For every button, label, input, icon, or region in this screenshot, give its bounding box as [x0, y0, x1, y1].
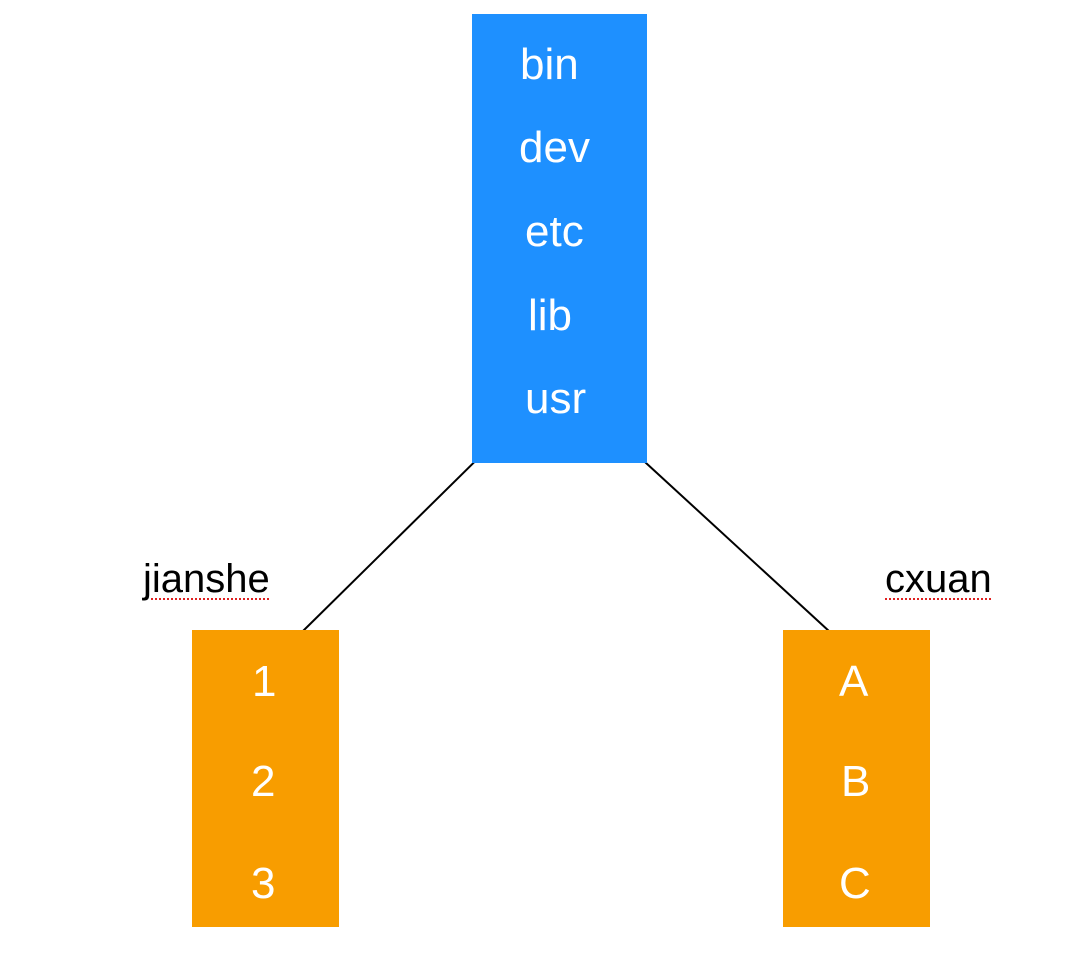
root-item-dev: dev	[519, 123, 590, 172]
root-directory-box	[472, 14, 647, 463]
dir-label-cxuan: cxuan	[885, 557, 992, 601]
root-item-bin: bin	[520, 40, 579, 89]
jianshe-item-2: 2	[251, 757, 276, 806]
root-item-lib: lib	[528, 291, 573, 340]
jianshe-item-1: 1	[252, 657, 277, 706]
cxuan-item-b: B	[841, 757, 871, 806]
cxuan-item-a: A	[839, 657, 869, 706]
root-item-etc: etc	[525, 207, 584, 256]
cxuan-directory-box	[783, 630, 930, 927]
jianshe-directory-box	[192, 630, 339, 927]
jianshe-item-3: 3	[251, 859, 276, 908]
root-item-usr: usr	[525, 374, 587, 423]
cxuan-item-c: C	[839, 859, 871, 908]
dir-label-jianshe: jianshe	[143, 557, 270, 601]
